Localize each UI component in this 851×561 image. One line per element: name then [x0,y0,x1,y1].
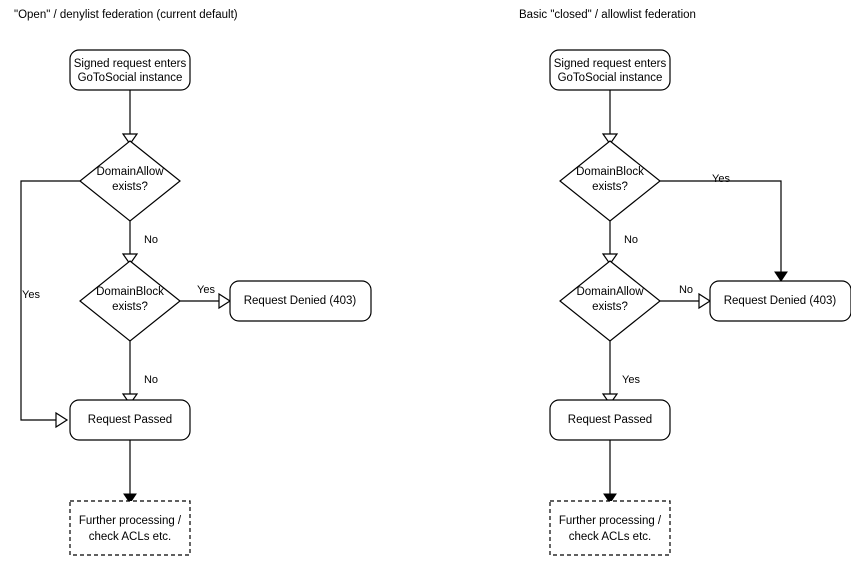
node-further-processing-right-shape[interactable] [549,500,671,556]
node-further-processing-left-shape[interactable] [69,500,191,556]
node-request-denied-left[interactable]: Request Denied (403) [229,280,372,322]
edge-passed-to-further-left [123,440,137,504]
node-decision-domainallow-left-line1: DomainAllow [96,166,164,178]
node-request-denied-left-label: Request Denied (403) [244,295,357,307]
node-decision-domainblock-right[interactable]: DomainBlock exists? [559,140,661,222]
edge-label-domainblock-no-left: No [144,374,158,386]
chart-open-denylist: "Open" / denylist federation (current de… [14,9,372,556]
node-decision-domainblock-left[interactable]: DomainBlock exists? [79,260,181,342]
arrowhead-open-icon [601,253,619,266]
node-decision-domainallow-left-line2: exists? [112,181,148,193]
node-request-denied-right[interactable]: Request Denied (403) [709,280,851,322]
chart-closed-allowlist: Basic "closed" / allowlist federation Si… [519,9,851,556]
arrowhead-open-icon [218,292,232,310]
edge-label-domainblock-yes-right: Yes [712,173,730,185]
edge-label-domainallow-yes-right: Yes [622,374,640,386]
node-request-passed-left-label: Request Passed [88,414,172,426]
edge-domainblock-yes-right: Yes [660,173,788,282]
node-entry-left-line1: Signed request enters [74,58,187,70]
edge-domainallow-no-left: No [121,221,158,266]
node-entry-left[interactable]: Signed request enters GoToSocial instanc… [69,49,191,91]
node-decision-domainblock-right-line2: exists? [592,181,628,193]
node-further-processing-left-line2: check ACLs etc. [89,531,171,543]
edge-domainblock-yes-left: Yes [180,284,232,310]
edge-label-domainblock-yes-left: Yes [197,284,215,296]
arrowhead-open-icon [55,411,69,429]
edge-label-domainallow-no-right: No [679,284,693,296]
node-entry-right[interactable]: Signed request enters GoToSocial instanc… [549,49,671,91]
node-further-processing-right-line2: check ACLs etc. [569,531,651,543]
node-request-denied-right-label: Request Denied (403) [724,295,837,307]
edge-label-domainblock-no-right: No [624,234,638,246]
node-entry-right-line2: GoToSocial instance [558,72,663,84]
node-request-denied-left-shape[interactable] [229,280,372,322]
arrowhead-open-icon [121,393,139,406]
arrowhead-filled-icon [603,493,617,504]
edge-passed-to-further-right [603,440,617,504]
edge-domainblock-no-right: No [601,221,638,266]
node-decision-domainallow-left[interactable]: DomainAllow exists? [79,140,181,222]
arrowhead-open-icon [601,393,619,406]
node-request-passed-left[interactable]: Request Passed [69,399,191,441]
node-further-processing-left[interactable]: Further processing / check ACLs etc. [69,500,191,556]
node-further-processing-right-line1: Further processing / [559,515,662,527]
node-decision-domainallow-right[interactable]: DomainAllow exists? [559,260,661,342]
edge-entry-to-domainblock-right [601,90,619,146]
node-decision-domainallow-right-line1: DomainAllow [576,286,644,298]
node-decision-domainblock-right-line1: DomainBlock [576,166,644,178]
arrowhead-open-icon [121,253,139,266]
edge-label-domainallow-no-left: No [144,234,158,246]
edge-label-domainallow-yes-left: Yes [22,289,40,301]
node-request-passed-right-label: Request Passed [568,414,652,426]
node-entry-left-line2: GoToSocial instance [78,72,183,84]
node-request-passed-right[interactable]: Request Passed [549,399,671,441]
node-decision-domainallow-right-line2: exists? [592,301,628,313]
chart-title-closed-allowlist: Basic "closed" / allowlist federation [519,9,696,21]
edge-domainallow-yes-right: Yes [601,341,640,406]
edge-domainallow-no-right: No [660,284,712,310]
node-further-processing-left-line1: Further processing / [79,515,182,527]
arrowhead-open-icon [601,133,619,146]
node-entry-right-line1: Signed request enters [554,58,667,70]
node-further-processing-right[interactable]: Further processing / check ACLs etc. [549,500,671,556]
arrowhead-filled-icon [774,271,788,282]
chart-title-open-denylist: "Open" / denylist federation (current de… [14,9,238,21]
edge-entry-to-domainallow-left [121,90,139,146]
edge-domainallow-yes-left: Yes [20,180,80,429]
node-request-denied-right-shape[interactable] [709,280,851,322]
arrowhead-open-icon [698,292,712,310]
edge-domainblock-no-left: No [121,341,158,406]
node-decision-domainblock-left-line2: exists? [112,301,148,313]
node-decision-domainblock-left-line1: DomainBlock [96,286,164,298]
arrowhead-filled-icon [123,493,137,504]
arrowhead-open-icon [121,133,139,146]
